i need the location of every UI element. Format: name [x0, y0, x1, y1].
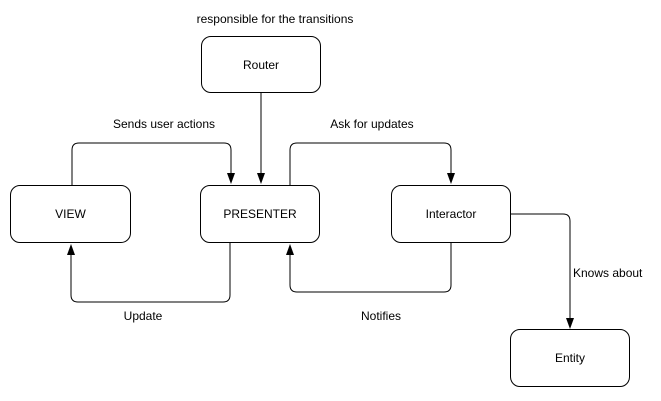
label-knows-about: Knows about — [573, 266, 643, 280]
edge-interactor-to-entity — [511, 213, 571, 318]
edge-view-to-presenter — [71, 142, 232, 185]
node-view: VIEW — [10, 185, 131, 243]
edge-interactor-to-presenter — [289, 243, 452, 293]
node-view-label: VIEW — [55, 207, 86, 221]
node-entity: Entity — [510, 329, 630, 387]
label-update: Update — [123, 309, 163, 323]
edge-presenter-to-interactor — [289, 142, 452, 185]
arrowhead-view-to-presenter — [227, 173, 235, 184]
arrowhead-presenter-to-interactor — [447, 173, 455, 184]
label-router-note: responsible for the transitions — [196, 12, 354, 26]
arrowhead-interactor-to-entity — [566, 318, 574, 329]
node-entity-label: Entity — [554, 351, 585, 365]
label-notifies: Notifies — [360, 309, 402, 323]
arrowhead-router-to-presenter — [257, 173, 265, 184]
arrowhead-interactor-to-presenter — [286, 244, 294, 255]
label-sends-user-actions: Sends user actions — [112, 117, 216, 131]
node-interactor: Interactor — [391, 185, 511, 243]
label-ask-for-updates: Ask for updates — [330, 117, 414, 131]
node-router-label: Router — [242, 57, 280, 72]
arrowhead-presenter-to-view — [67, 244, 75, 255]
edge-presenter-to-view — [70, 243, 231, 303]
node-router: Router — [201, 36, 321, 93]
node-presenter: PRESENTER — [200, 185, 320, 243]
node-interactor-label: Interactor — [425, 207, 477, 221]
node-presenter-label: PRESENTER — [223, 207, 297, 221]
